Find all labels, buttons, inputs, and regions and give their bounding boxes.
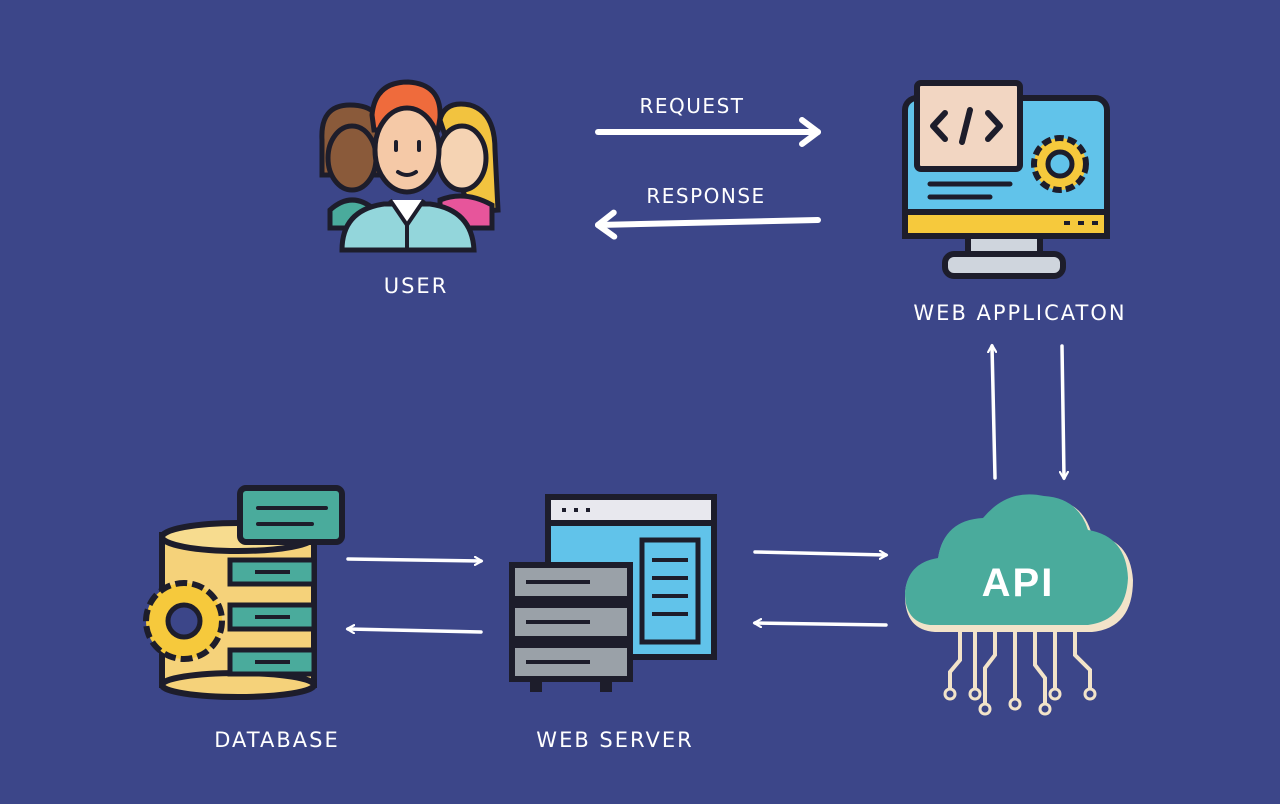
arrows (595, 117, 821, 240)
response-arrow (595, 209, 821, 240)
webapp-to-api-arrow (1062, 344, 1064, 478)
web-server-label: WEB SERVER (536, 728, 694, 752)
database-gear-icon (143, 485, 345, 700)
user-label: USER (383, 274, 449, 298)
db-to-server-arrow (346, 559, 481, 561)
api-cloud-label: API (982, 561, 1055, 605)
request-label: REQUEST (639, 94, 745, 118)
monitor-code-icon (902, 80, 1110, 279)
api-to-webapp-arrow (992, 346, 995, 480)
response-label: RESPONSE (646, 184, 766, 208)
database-label: DATABASE (214, 728, 340, 752)
api-to-server-arrow (755, 623, 888, 625)
web-application-label: WEB APPLICATON (913, 301, 1127, 325)
arrows-thin (348, 346, 1064, 632)
server-to-db-arrow (348, 629, 483, 632)
server-to-api-arrow (753, 552, 886, 555)
cloud-api-icon (905, 494, 1133, 716)
users-group-icon (319, 79, 501, 253)
server-rack-icon (509, 494, 717, 692)
